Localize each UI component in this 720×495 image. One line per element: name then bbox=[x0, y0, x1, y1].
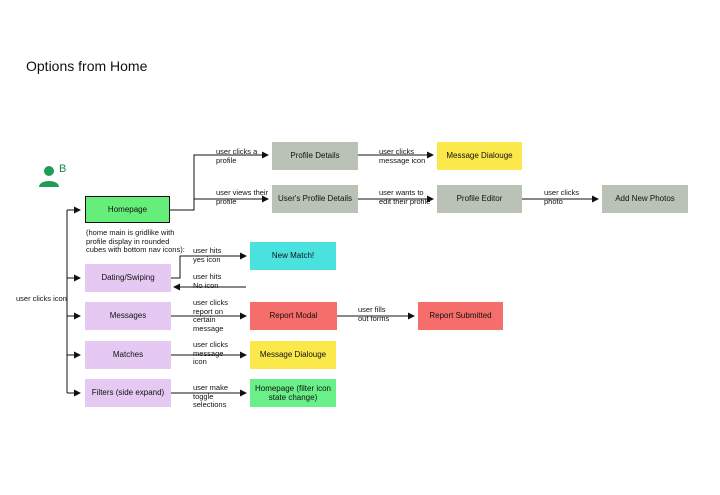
node-profile-details: Profile Details bbox=[272, 142, 358, 170]
edge-home-profile bbox=[170, 151, 269, 211]
label-user-views-profile: user views their profile bbox=[216, 188, 269, 206]
node-filters: Filters (side expand) bbox=[85, 379, 171, 407]
node-homepage-filter: Homepage (filter icon state change) bbox=[250, 379, 336, 407]
label-user-make-toggle: user make toggle selections bbox=[193, 383, 229, 410]
node-profile-editor: Profile Editor bbox=[437, 185, 522, 213]
node-matches: Matches bbox=[85, 341, 171, 369]
label-user-clicks-icon: user clicks icon bbox=[16, 294, 67, 303]
edge-dating-newmatch bbox=[171, 252, 247, 279]
label-user-hits-yes: user hits yes icon bbox=[193, 246, 222, 264]
page-title: Options from Home bbox=[26, 58, 148, 74]
label-home-note: (home main is gridlike with profile disp… bbox=[86, 228, 185, 255]
user-icon bbox=[39, 166, 59, 187]
avatar-letter: B bbox=[59, 163, 67, 175]
label-user-wants-edit: user wants to edit their profile bbox=[379, 188, 431, 206]
node-add-new-photos: Add New Photos bbox=[602, 185, 688, 213]
node-message-dialouge-top: Message Dialouge bbox=[437, 142, 522, 170]
node-homepage: Homepage bbox=[85, 196, 170, 223]
label-user-clicks-photo: user clicks photo bbox=[544, 188, 580, 206]
label-user-clicks-profile: user clicks a profile bbox=[216, 147, 258, 165]
node-messages: Messages bbox=[85, 302, 171, 330]
label-user-fills-forms: user fills out forms bbox=[358, 305, 390, 323]
label-user-clicks-message-icon-bottom: user clicks message icon bbox=[193, 340, 229, 367]
label-user-clicks-report: user clicks report on certain message bbox=[193, 298, 229, 333]
node-dating-swiping: Dating/Swiping bbox=[85, 264, 171, 292]
label-user-clicks-message-icon-top: user clicks message icon bbox=[379, 147, 426, 165]
edge-home-userprofile bbox=[193, 195, 269, 210]
node-report-modal: Report Modal bbox=[250, 302, 337, 330]
node-new-match: New Match! bbox=[250, 242, 336, 270]
node-report-submitted: Report Submitted bbox=[418, 302, 503, 330]
node-message-dialouge-bottom: Message Dialouge bbox=[250, 341, 336, 369]
label-user-hits-no: user hits No icon bbox=[193, 272, 222, 290]
node-users-profile-details: User's Profile Details bbox=[272, 185, 358, 213]
